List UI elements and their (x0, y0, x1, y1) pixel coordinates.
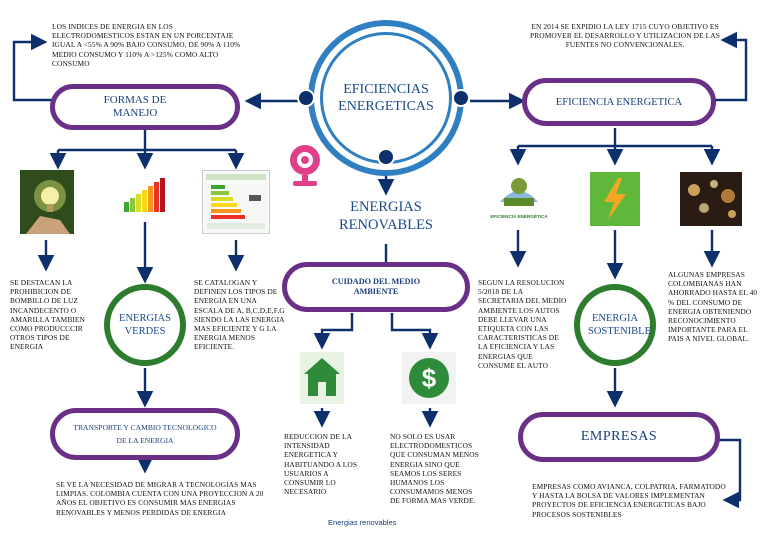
center-node-bottom (377, 148, 395, 166)
energy-bars-icon (118, 172, 172, 220)
sostenible-label: ENERGIA SOSTENIBLE (588, 313, 651, 337)
formas-note: LOS INDICES DE ENERGIA EN LOS ELECTRODOM… (52, 22, 241, 68)
eficiencia-right-text: ALGUNAS EMPRESAS COLOMBIANAS HAN AHORRAD… (668, 270, 758, 344)
eficiencia-label: EFICIENCIA ENERGETICA (555, 96, 683, 108)
center-node-left (297, 89, 315, 107)
transporte-label: TRANSPORTE Y CAMBIO TECNOLOGICO DE LA EN… (73, 423, 217, 445)
transporte-node: TRANSPORTE Y CAMBIO TECNOLOGICO DE LA EN… (50, 408, 240, 460)
lightning-icon (590, 172, 640, 226)
empresas-text: EMPRESAS COMO AVIANCA, COLPATRIA, FARMAT… (532, 482, 726, 519)
lightbulb-photo-icon (20, 170, 74, 234)
empresas-label: EMPRESAS (580, 429, 658, 444)
center-title: EFICIENCIAS ENERGETICAS (338, 82, 434, 114)
eficiencia-energetica-icon: EFICIENCIA ENERGÉTICA (490, 170, 548, 228)
cuidado-medio-ambiente-node: CUIDADO DEL MEDIO AMBIENTE (282, 262, 470, 312)
renovables-left-text: REDUCCION DE LA INTENSIDAD ENERGETICA Y … (284, 432, 358, 497)
center-inner-ring: EFICIENCIAS ENERGETICAS (320, 32, 452, 164)
empresas-node: EMPRESAS (518, 412, 720, 462)
formas-de-manejo-node: FORMAS DE MANEJO (50, 84, 240, 130)
cuidado-label: CUIDADO DEL MEDIO AMBIENTE (331, 277, 421, 296)
webcam-icon (286, 142, 324, 190)
formas-left-text: SE DESTACAN LA PROHIBICION DE BOMBILLO D… (10, 278, 85, 352)
eficiencia-icon-caption: EFICIENCIA ENERGÉTICA (490, 214, 548, 219)
transporte-text: SE VE LA NECESIDAD DE MIGRAR A TECNOLOGI… (56, 480, 264, 517)
eficiencia-left-text: SEGUN LA RESOLUCION 5/2018 DE LA SECRETA… (478, 278, 567, 370)
renovables-right-text: NO SOLO ES USAR ELECTRODOMESTICOS QUE CO… (390, 432, 479, 506)
city-lights-photo-icon (680, 172, 742, 226)
formas-label: FORMAS DE MANEJO (103, 94, 167, 119)
eficiencia-energetica-node: EFICIENCIA ENERGETICA (522, 78, 716, 126)
svg-text:$: $ (422, 363, 437, 393)
center-node-right (452, 89, 470, 107)
renovables-caption: Energias renovables (328, 518, 397, 527)
money-sign-icon: $ (400, 350, 458, 406)
formas-right-text: SE CATALOGAN Y DEFINEN LOS TIPOS DE ENER… (194, 278, 285, 352)
energia-sostenible-node: ENERGIA SOSTENIBLE (574, 284, 656, 366)
eficiencia-note: EN 2014 SE EXPIDIO LA LEY 1715 CUYO OBJE… (530, 22, 720, 50)
energy-label-icon (202, 170, 270, 234)
energias-renovables-title: ENERGIAS RENOVABLES (339, 199, 433, 233)
green-house-icon (298, 350, 346, 406)
verdes-label: ENERGIAS VERDES (119, 313, 171, 337)
energias-verdes-node: ENERGIAS VERDES (104, 284, 186, 366)
